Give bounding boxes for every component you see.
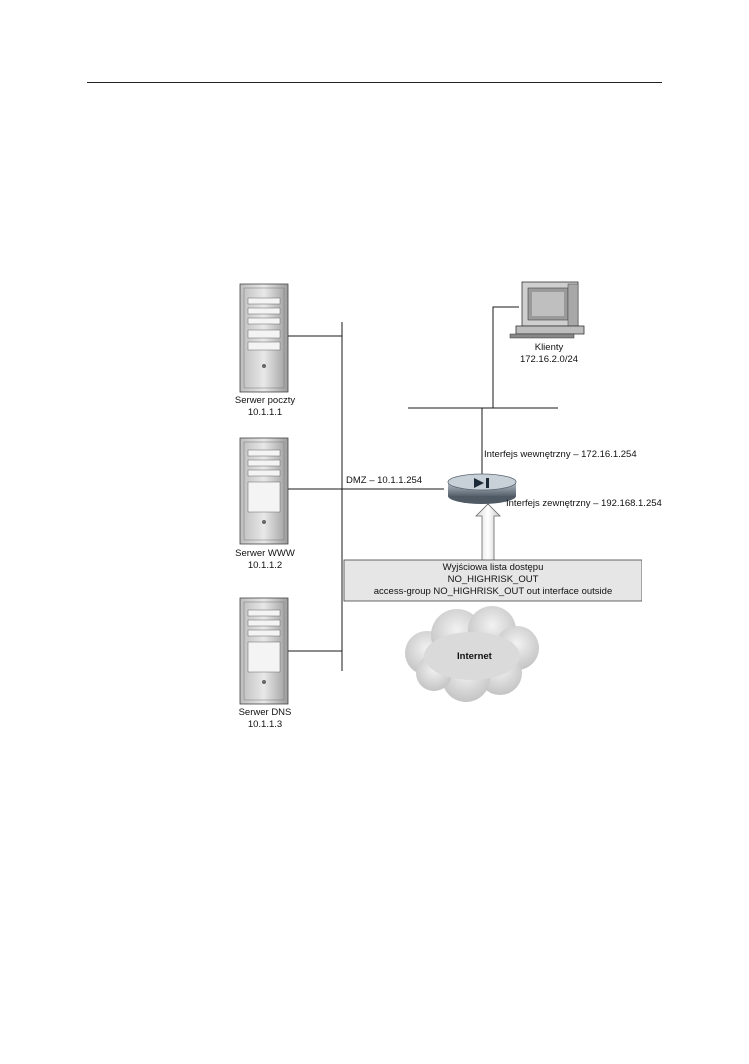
dns-server-name: Serwer DNS [238,707,292,718]
www-server-ip: 10.1.1.2 [247,560,283,571]
dns-server-label: Serwer DNS 10.1.1.3 [220,707,310,731]
router-icon [447,473,517,504]
inside-interface-label: Interfejs wewnętrzny – 172.16.1.254 [484,449,637,460]
www-server-icon [239,437,289,545]
mail-server-label: Serwer poczty 10.1.1.1 [220,395,310,419]
acl-name: NO_HIGHRISK_OUT [447,574,539,585]
dmz-label: DMZ – 10.1.1.254 [346,475,423,486]
dns-server-icon [239,597,289,705]
www-server-label: Serwer WWW 10.1.1.2 [220,548,310,572]
clients-subnet: 172.16.2.0/24 [519,354,579,365]
diagram-canvas [239,281,642,705]
clients-label: Klienty 172.16.2.0/24 [504,342,594,366]
clients-computer-icon [509,281,585,339]
acl-command: access-group NO_HIGHRISK_OUT out interfa… [373,586,613,597]
www-server-name: Serwer WWW [235,548,295,559]
dns-server-ip: 10.1.1.3 [247,719,283,730]
internet-label: Internet [457,651,492,662]
internet-cloud-icon [405,606,539,702]
outbound-arrow-icon [475,503,501,569]
network-diagram: Serwer poczty 10.1.1.1 Serwer WWW 10.1.1… [220,278,662,738]
mail-server-ip: 10.1.1.1 [247,407,283,418]
clients-name: Klienty [534,342,564,353]
outside-interface-label: Interfejs zewnętrzny – 192.168.1.254 [506,498,662,509]
acl-box [343,559,642,602]
mail-server-name: Serwer poczty [234,395,296,406]
acl-text: Wyjściowa lista dostępu NO_HIGHRISK_OUT … [344,562,642,598]
clients-link [492,306,519,408]
page-header-rule [87,82,662,83]
acl-title: Wyjściowa lista dostępu [442,562,544,573]
mail-server-icon [239,283,289,393]
